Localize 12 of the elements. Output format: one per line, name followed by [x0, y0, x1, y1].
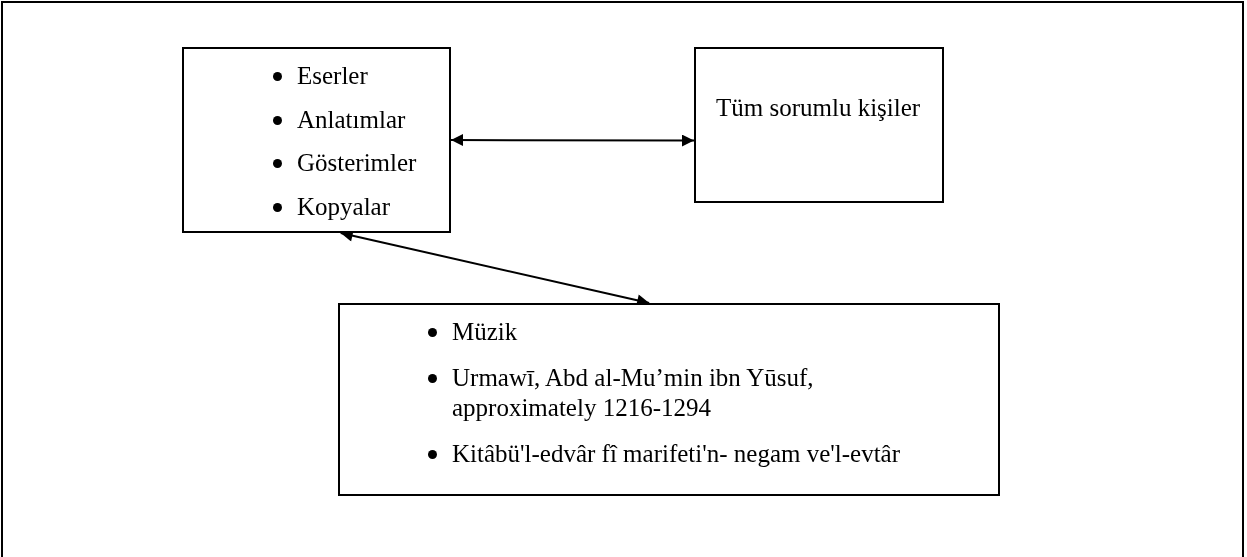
bullet-item: Urmawī, Abd al-Mu’min ibn Yūsuf, approximately 1216-1294 [452, 363, 815, 423]
bullet-item: Müzik [452, 317, 518, 347]
box-label: Tüm sorumlu kişiler [716, 93, 922, 123]
text-box [694, 47, 944, 203]
text-box [182, 47, 451, 233]
bullet-item: Kopyalar [297, 191, 391, 222]
double-arrow [450, 134, 695, 147]
bullet-item: Anlatımlar [297, 104, 406, 135]
bullet-item: Kitâbü'l-edvâr fî marifeti'n- negam ve'l-evtâr [452, 439, 901, 469]
bullet-item: Eserler [297, 61, 368, 91]
text-box [338, 303, 1000, 496]
bullet-item: Gösterimler [297, 148, 417, 178]
